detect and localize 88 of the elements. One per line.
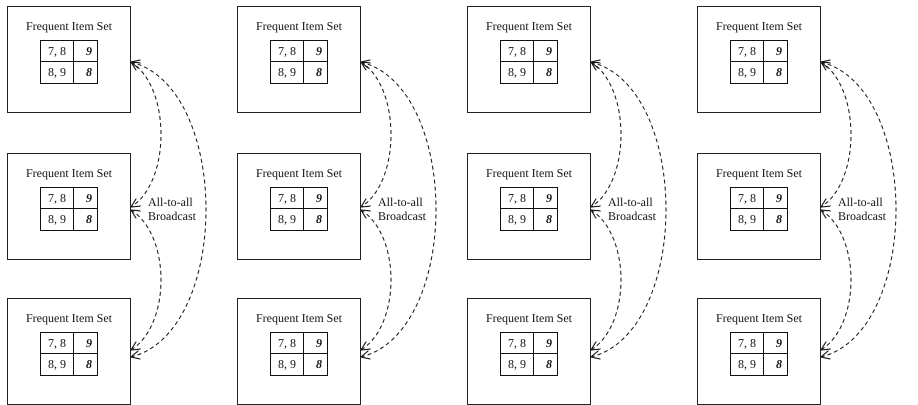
box-heading: Frequent Item Set	[486, 19, 572, 34]
support-count: 9	[74, 333, 97, 354]
itemset-text: 7, 8	[41, 333, 74, 354]
node-box	[237, 298, 361, 405]
box-heading: Frequent Item Set	[26, 311, 112, 326]
node-box	[697, 153, 821, 260]
support-count: 8	[85, 356, 93, 373]
support-count: 8	[545, 64, 553, 81]
box-heading: Frequent Item Set	[716, 311, 802, 326]
box-heading: Frequent Item Set	[256, 19, 342, 34]
broadcast-label: All-to-all Broadcast	[608, 195, 657, 223]
node-box	[697, 6, 821, 113]
broadcast-arrow	[820, 61, 896, 358]
broadcast-arrow	[360, 61, 436, 358]
node-box	[467, 153, 591, 260]
itemset-text: 8, 9	[271, 209, 304, 230]
broadcast-arrow	[590, 61, 622, 208]
itemset-text: 8, 9	[271, 354, 304, 375]
broadcast-arrow	[820, 209, 852, 351]
itemset-text: 7, 8	[271, 188, 304, 209]
itemset-text: 8, 9	[41, 354, 74, 375]
support-count: 8	[775, 211, 783, 228]
box-heading: Frequent Item Set	[256, 311, 342, 326]
broadcast-arrow	[590, 61, 666, 358]
support-count: 8	[775, 64, 783, 81]
itemset-text: 8, 9	[501, 62, 534, 83]
itemset-text: 7, 8	[271, 41, 304, 62]
box-heading: Frequent Item Set	[256, 166, 342, 181]
support-count: 9	[764, 41, 787, 62]
node-box	[237, 6, 361, 113]
node-box	[467, 6, 591, 113]
broadcast-arrow	[130, 61, 206, 358]
node-box	[237, 153, 361, 260]
support-count: 8	[545, 211, 553, 228]
support-count: 8	[85, 211, 93, 228]
broadcast-arrow	[360, 61, 392, 208]
box-heading: Frequent Item Set	[716, 166, 802, 181]
node-box	[7, 6, 131, 113]
box-heading: Frequent Item Set	[486, 311, 572, 326]
support-count: 9	[74, 188, 97, 209]
box-heading: Frequent Item Set	[26, 166, 112, 181]
broadcast-arrow	[590, 209, 622, 351]
support-count: 9	[304, 41, 327, 62]
itemset-text: 7, 8	[271, 333, 304, 354]
support-count: 9	[304, 333, 327, 354]
itemset-text: 7, 8	[731, 333, 764, 354]
broadcast-arrow	[130, 61, 162, 208]
node-box	[7, 298, 131, 405]
broadcast-label: All-to-all Broadcast	[378, 195, 427, 223]
broadcast-arrow	[820, 61, 852, 208]
support-count: 9	[534, 188, 557, 209]
itemset-text: 7, 8	[41, 41, 74, 62]
broadcast-arrow	[360, 209, 392, 351]
support-count: 9	[534, 333, 557, 354]
broadcast-label: All-to-all Broadcast	[838, 195, 887, 223]
node-box	[467, 298, 591, 405]
support-count: 9	[534, 41, 557, 62]
itemset-text: 8, 9	[731, 209, 764, 230]
broadcast-label: All-to-all Broadcast	[148, 195, 197, 223]
itemset-text: 7, 8	[41, 188, 74, 209]
node-box	[7, 153, 131, 260]
broadcast-arrow	[130, 209, 162, 351]
support-count: 9	[764, 188, 787, 209]
itemset-text: 7, 8	[731, 188, 764, 209]
support-count: 9	[764, 333, 787, 354]
itemset-text: 7, 8	[501, 188, 534, 209]
itemset-text: 8, 9	[271, 62, 304, 83]
node-box	[697, 298, 821, 405]
support-count: 8	[315, 211, 323, 228]
itemset-text: 8, 9	[501, 209, 534, 230]
box-heading: Frequent Item Set	[26, 19, 112, 34]
support-count: 8	[775, 356, 783, 373]
support-count: 9	[74, 41, 97, 62]
itemset-text: 7, 8	[501, 41, 534, 62]
box-heading: Frequent Item Set	[486, 166, 572, 181]
itemset-text: 8, 9	[501, 354, 534, 375]
support-count: 8	[545, 356, 553, 373]
itemset-text: 7, 8	[731, 41, 764, 62]
support-count: 8	[315, 64, 323, 81]
itemset-text: 8, 9	[41, 62, 74, 83]
itemset-text: 8, 9	[41, 209, 74, 230]
itemset-text: 7, 8	[501, 333, 534, 354]
itemset-text: 8, 9	[731, 62, 764, 83]
itemset-text: 8, 9	[731, 354, 764, 375]
box-heading: Frequent Item Set	[716, 19, 802, 34]
support-count: 8	[315, 356, 323, 373]
support-count: 8	[85, 64, 93, 81]
support-count: 9	[304, 188, 327, 209]
